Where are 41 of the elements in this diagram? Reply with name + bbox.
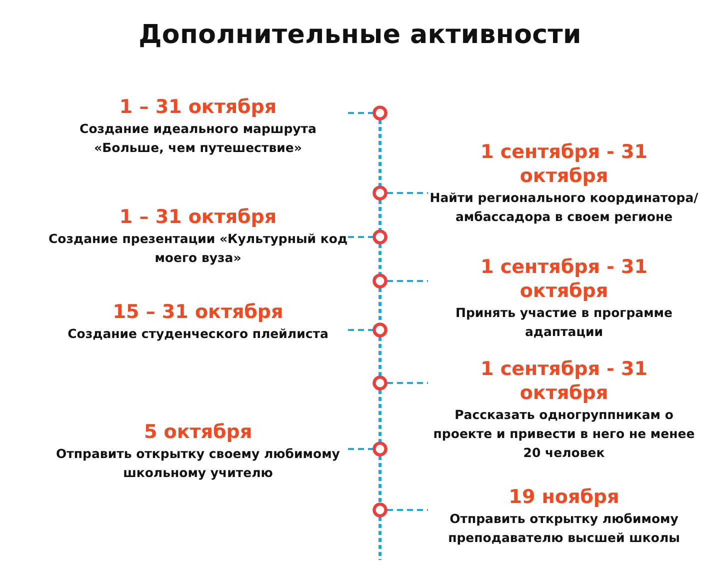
date-heading: 1 сентября - 31 октября [480,255,648,303]
timeline-marker [372,441,388,457]
activity-description: Рассказать одногруппникам о проекте и привести в него не менее 20 человек [432,406,696,462]
timeline-line [378,200,382,230]
connector-line [387,382,428,384]
date-heading: 15 – 31 октября [112,300,284,324]
date-heading: 1 сентября - 31 октября [480,140,648,188]
timeline-line [378,337,382,376]
timeline-line [378,288,382,323]
activity-description: Создание презентации «Культурный код моего вуза» [48,230,348,267]
timeline-marker [372,273,388,289]
connector-line [348,329,373,331]
timeline-marker [372,502,388,518]
date-heading: 19 ноября [508,485,620,509]
timeline-line [378,456,382,503]
date-heading: 1 – 31 октября [119,205,277,229]
timeline-marker [372,229,388,245]
connector-line [387,280,428,282]
activity-description: Принять участие в программе адаптации [454,304,674,341]
connector-line [348,236,373,238]
activity-description: Отправить открытку своему любимому школьному учителю [55,445,341,482]
timeline-marker [372,375,388,391]
activity-description: Создание идеального маршрута «Больше, чем путешествие» [78,120,318,157]
date-heading: 5 октября [144,420,252,444]
timeline-line [378,244,382,274]
connector-line [348,112,373,114]
connector-line [387,192,428,194]
activity-description: Найти регионального координатора/амбассадора в своем регионе [428,189,700,226]
connector-line [387,509,428,511]
timeline-marker [372,185,388,201]
timeline-marker [372,105,388,121]
date-heading: 1 сентября - 31 октября [480,357,648,405]
date-heading: 1 – 31 октября [119,95,277,119]
title: Дополнительные активности [138,20,582,50]
activity-description: Отправить открытку любимому преподавателю высшей школы [447,510,681,547]
timeline-line [378,120,382,186]
connector-line [348,448,373,450]
timeline-line [378,390,382,442]
timeline-marker [372,322,388,338]
timeline-line [378,517,382,560]
activity-description: Создание студенческого плейлиста [68,325,328,343]
